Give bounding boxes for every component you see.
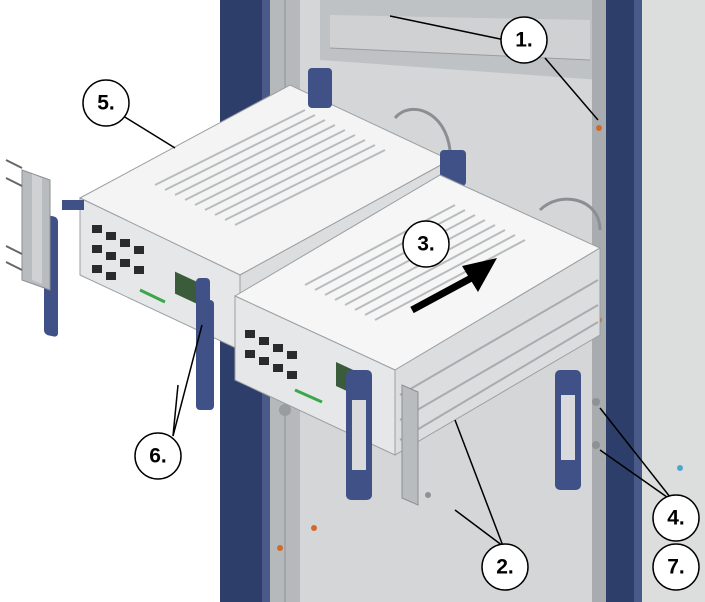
callout-2: 2. xyxy=(481,543,529,591)
callout-6: 6. xyxy=(134,432,182,480)
device-front xyxy=(196,174,602,506)
callout-5: 5. xyxy=(82,79,130,127)
slide-in-arrow xyxy=(410,258,497,314)
screw-4b xyxy=(592,441,600,449)
screw-3 xyxy=(5,245,23,255)
callout-7: 7. xyxy=(652,543,700,591)
cable-lower xyxy=(538,197,602,231)
cable-upper xyxy=(393,108,452,151)
device-front-side xyxy=(394,247,601,456)
callout-4: 4. xyxy=(652,494,700,542)
callout-6-label: 6. xyxy=(149,445,167,468)
callout-1: 1. xyxy=(500,16,548,64)
screw-2 xyxy=(5,177,23,187)
cables xyxy=(393,108,602,231)
callout-4-label: 4. xyxy=(667,507,685,530)
screw-2a xyxy=(425,492,431,498)
callout-3: 3. xyxy=(402,220,450,268)
screw-4a xyxy=(592,398,600,406)
leader-lines xyxy=(119,15,675,547)
callout-7-label: 7. xyxy=(667,556,685,579)
callout-2-label: 2. xyxy=(496,556,514,579)
callout-3-label: 3. xyxy=(417,233,435,256)
callout-1-label: 1. xyxy=(515,29,533,52)
rack-rail-bracket xyxy=(401,384,419,506)
device-back-handle-top xyxy=(308,68,332,108)
screw-1 xyxy=(5,159,23,169)
device-front-handle-left xyxy=(196,300,214,410)
callout-5-label: 5. xyxy=(97,92,115,115)
loose-mounting-bracket xyxy=(5,159,51,291)
screw-4 xyxy=(5,261,23,271)
